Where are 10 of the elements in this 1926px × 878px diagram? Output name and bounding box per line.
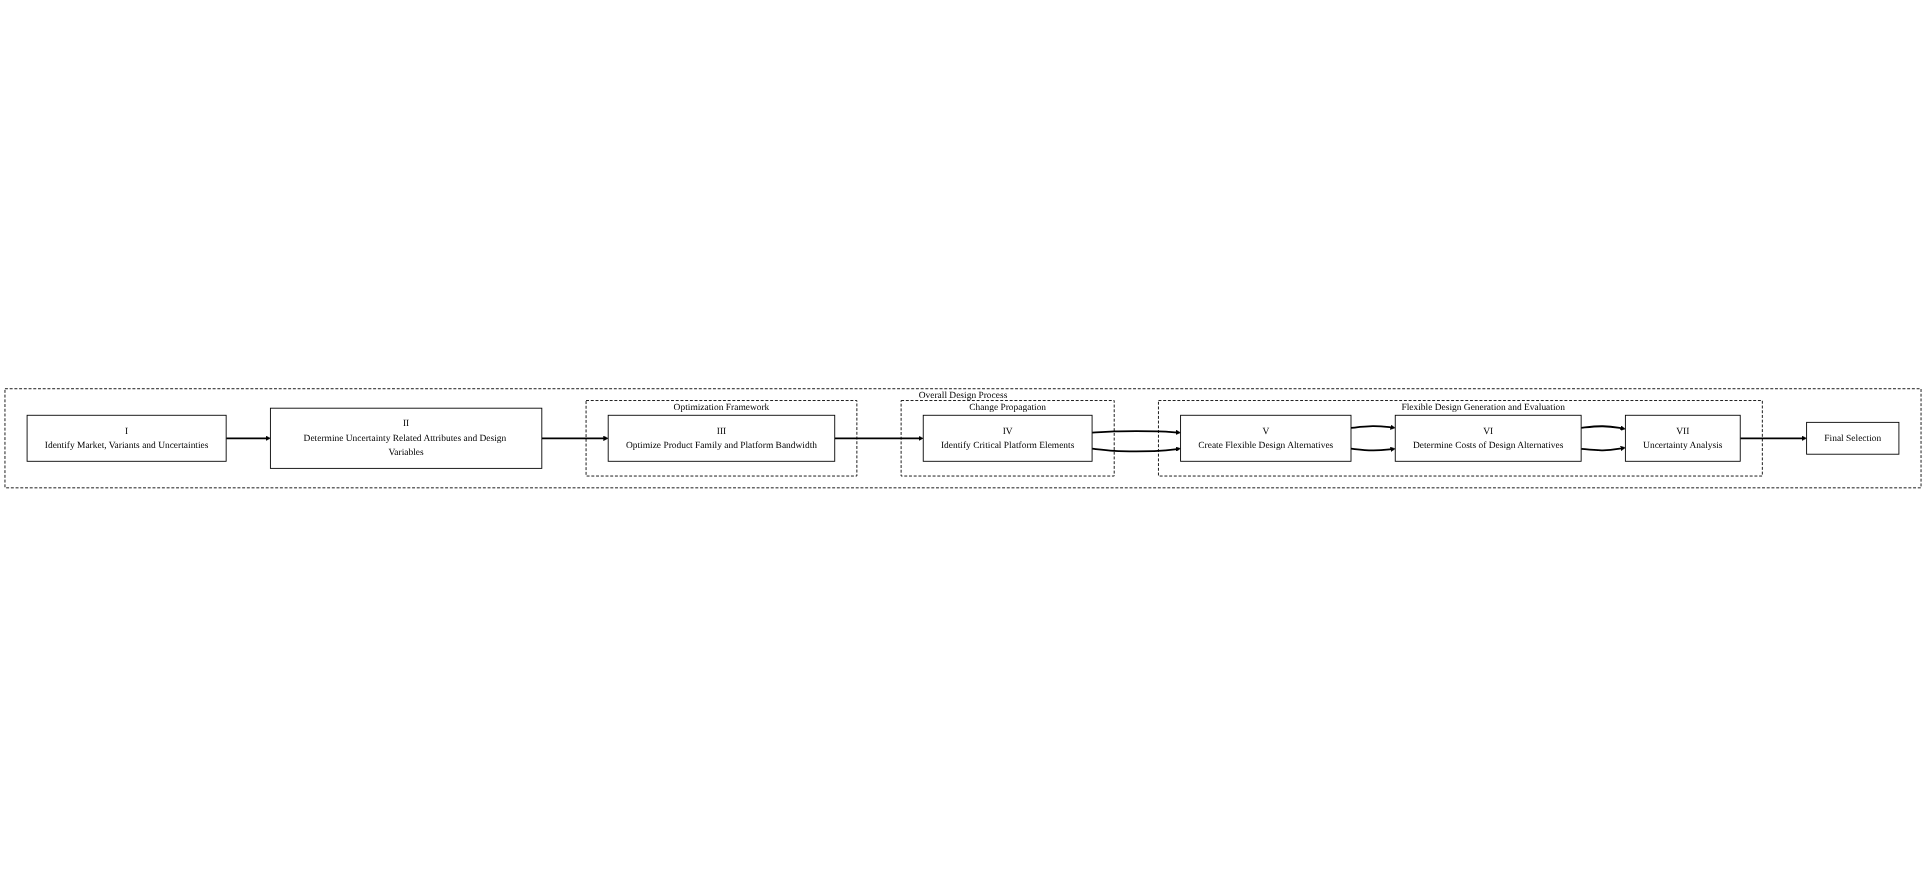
- arrow: [1350, 447, 1396, 453]
- arrow: [833, 436, 924, 442]
- arrow: [1350, 425, 1396, 431]
- arrow: [540, 436, 609, 442]
- arrow: [1091, 447, 1181, 453]
- arrow: [1580, 426, 1626, 432]
- arrow: [1580, 446, 1626, 452]
- arrow: [225, 436, 271, 442]
- arrow: [1091, 430, 1181, 436]
- arrow: [1739, 436, 1807, 442]
